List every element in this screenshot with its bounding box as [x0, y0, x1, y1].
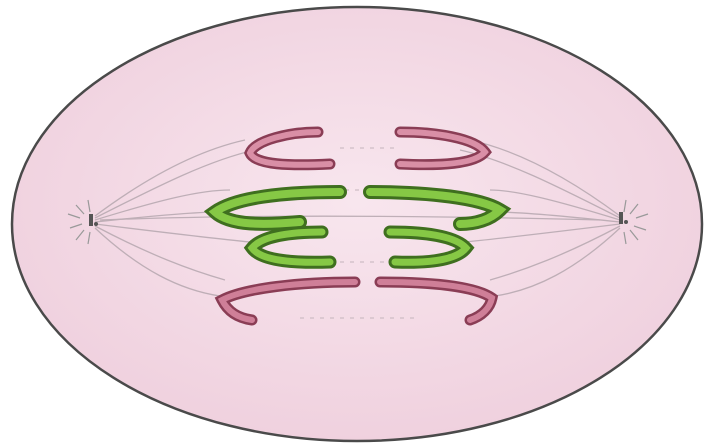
- right-centriole: [619, 212, 623, 224]
- left-centriole: [89, 214, 93, 226]
- cell-membrane: [12, 7, 702, 441]
